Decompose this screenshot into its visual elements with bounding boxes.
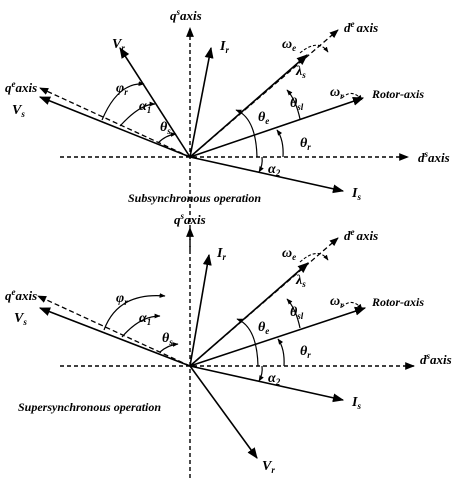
- top-caption: Subsynchronous operation: [128, 191, 261, 205]
- qe-axis-line: [37, 295, 191, 367]
- vr-vector: [189, 365, 258, 459]
- theta-e-label: θe: [258, 110, 269, 126]
- de-axis-line: [189, 237, 339, 367]
- omega-e-label: ωe: [282, 246, 296, 262]
- alpha1-label: α1: [139, 311, 151, 327]
- vs-vector: [38, 96, 191, 158]
- ir-vector: [189, 253, 212, 367]
- de-axis-line: [189, 29, 339, 158]
- theta-s-arc: [159, 342, 179, 353]
- alpha2-label: α2: [268, 162, 281, 178]
- omega-r-rotation-arc: [341, 301, 363, 310]
- ds-axis-label: dsaxis: [418, 149, 450, 165]
- theta-s-arc: [157, 132, 177, 144]
- alpha2-label: α2: [268, 371, 281, 387]
- qe-axis-line: [39, 87, 191, 158]
- alpha1-arc: [121, 313, 161, 338]
- lambda-s-label: λs: [295, 273, 306, 289]
- omega-r-label: ωr: [330, 85, 344, 101]
- omega-e-rotation-arc: [299, 252, 329, 263]
- vs-label: Vs: [14, 311, 27, 327]
- theta-r-arc: [277, 338, 285, 367]
- alpha2-arc: [258, 365, 264, 382]
- phi-r-label: φr: [116, 291, 128, 307]
- theta-sl-label: θsl: [290, 96, 304, 112]
- theta-s-label: θs: [160, 120, 171, 136]
- theta-e-label: θe: [258, 320, 269, 336]
- ds-axis-label: dsaxis: [420, 351, 452, 367]
- qs-axis-label: qsaxis: [170, 7, 202, 23]
- theta-s-label: θs: [162, 331, 173, 347]
- phi-r-label: φr: [116, 81, 128, 97]
- vr-label: Vr: [262, 459, 275, 475]
- theta-r-label: θr: [300, 344, 311, 360]
- is-label: Is: [351, 186, 361, 202]
- omega-r-label: ωr: [330, 294, 344, 310]
- phi-r-arc: [101, 81, 145, 121]
- alpha2-arc: [258, 156, 264, 173]
- omega-e-rotation-arc: [299, 44, 329, 54]
- vr-vector: [119, 47, 191, 158]
- ir-label: Ir: [219, 39, 229, 55]
- alpha1-label: α1: [139, 99, 151, 115]
- rotor-axis-label: Rotor-axis: [371, 295, 424, 309]
- ir-vector: [189, 46, 214, 158]
- theta-e-arc: [235, 109, 258, 158]
- rotor-axis-vector: [189, 306, 367, 367]
- is-vector: [189, 156, 345, 194]
- bottom-caption: Supersynchronous operation: [18, 400, 161, 414]
- rotor-axis-label: Rotor-axis: [371, 87, 424, 101]
- lambda-s-label: λs: [295, 64, 306, 80]
- vr-label: Vr: [112, 37, 125, 53]
- phi-r-arc: [103, 293, 166, 331]
- qs-axis-label: qsaxis: [174, 211, 206, 227]
- omega-e-label: ωe: [282, 37, 296, 53]
- omega-r-rotation-arc: [341, 92, 363, 101]
- theta-r-label: θr: [300, 136, 311, 152]
- qe-axis-label: qeaxis: [5, 79, 37, 95]
- is-label: Is: [351, 395, 361, 411]
- alpha1-arc: [119, 101, 156, 127]
- vs-vector: [38, 307, 191, 367]
- theta-sl-arc: [286, 89, 301, 120]
- qe-axis-label: qeaxis: [5, 287, 37, 303]
- theta-r-arc: [276, 129, 284, 158]
- vs-label: Vs: [12, 103, 25, 119]
- is-vector: [189, 365, 345, 403]
- ir-label: Ir: [216, 246, 226, 262]
- theta-sl-label: θsl: [290, 305, 304, 321]
- rotor-axis-vector: [189, 97, 365, 158]
- theta-sl-arc: [286, 298, 301, 329]
- theta-e-arc: [236, 318, 259, 367]
